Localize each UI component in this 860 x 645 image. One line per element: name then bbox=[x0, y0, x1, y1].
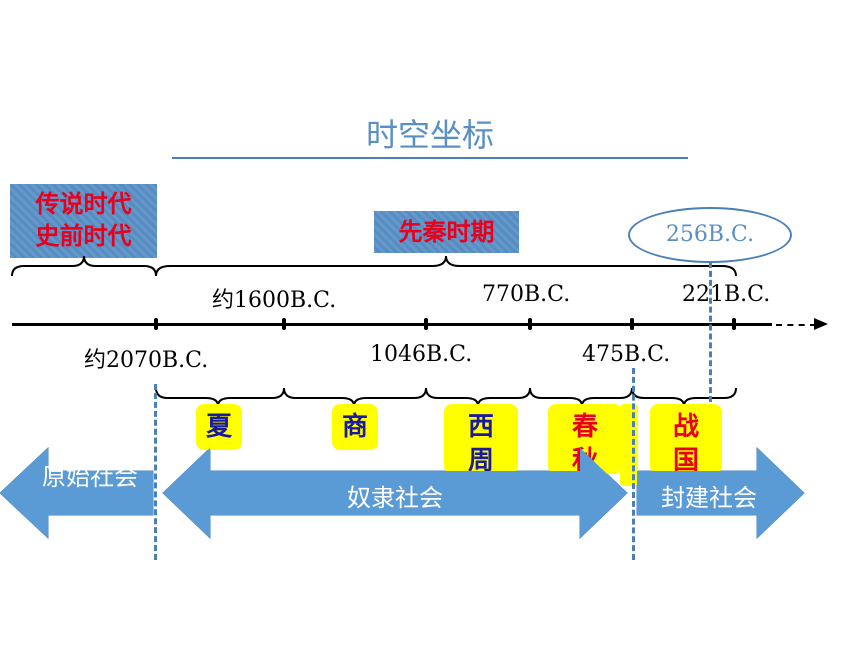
date-475bc: 475B.C. bbox=[582, 342, 671, 367]
dynasty-chunqiu-char1: 春 bbox=[571, 412, 598, 442]
tick-221bc bbox=[732, 318, 736, 330]
label-feudal-society: 封建社会 bbox=[661, 484, 757, 512]
timeline-axis bbox=[12, 323, 772, 326]
dynasty-shang: 商 bbox=[332, 404, 378, 450]
date-1600bc: 约1600B.C. bbox=[212, 288, 337, 313]
dynasty-overlap-fragment bbox=[620, 404, 638, 486]
tick-475bc bbox=[630, 318, 634, 330]
brace-pre-qin bbox=[155, 255, 737, 277]
tick-2070bc bbox=[154, 318, 158, 330]
dynasty-chunqiu: 春 秋 bbox=[548, 404, 622, 474]
date-1046bc: 1046B.C. bbox=[370, 342, 473, 367]
dynasty-zhanguo-char1: 战 bbox=[672, 412, 699, 442]
brace-legend-era bbox=[11, 255, 157, 277]
page-title: 时空坐标 bbox=[365, 116, 494, 154]
label-primitive-society: 原始社会 bbox=[42, 463, 138, 491]
legend-era-box: 传说时代 史前时代 bbox=[10, 184, 157, 258]
date-221bc: 221B.C. bbox=[682, 282, 771, 307]
guide-line-2070bc bbox=[154, 384, 157, 560]
tick-1046bc bbox=[424, 318, 428, 330]
label-slave-society: 奴隶社会 bbox=[347, 484, 443, 512]
timeline-arrow-head bbox=[814, 318, 828, 330]
legend-era-line2: 史前时代 bbox=[35, 222, 132, 250]
dynasty-zhanguo: 战 国 bbox=[650, 404, 722, 474]
date-2070bc: 约2070B.C. bbox=[84, 348, 209, 373]
title-underline bbox=[172, 157, 688, 159]
dynasty-chunqiu-char2: 秋 bbox=[571, 446, 598, 474]
guide-line-256bc bbox=[709, 262, 712, 402]
pre-qin-box: 先秦时期 bbox=[374, 211, 519, 253]
tick-770bc bbox=[528, 318, 532, 330]
guide-line-475bc bbox=[632, 368, 635, 560]
legend-era-line1: 传说时代 bbox=[35, 190, 132, 218]
timeline-axis-extension bbox=[776, 324, 816, 326]
tick-1600bc bbox=[282, 318, 286, 330]
dynasty-zhanguo-char2: 国 bbox=[672, 446, 699, 474]
dynasty-xizhou-char1: 西 bbox=[467, 412, 494, 442]
date-770bc: 770B.C. bbox=[482, 282, 571, 307]
dynasty-xizhou-char2: 周 bbox=[467, 446, 494, 474]
dynasty-xizhou: 西 周 bbox=[444, 404, 518, 474]
dynasty-xia: 夏 bbox=[196, 404, 242, 450]
